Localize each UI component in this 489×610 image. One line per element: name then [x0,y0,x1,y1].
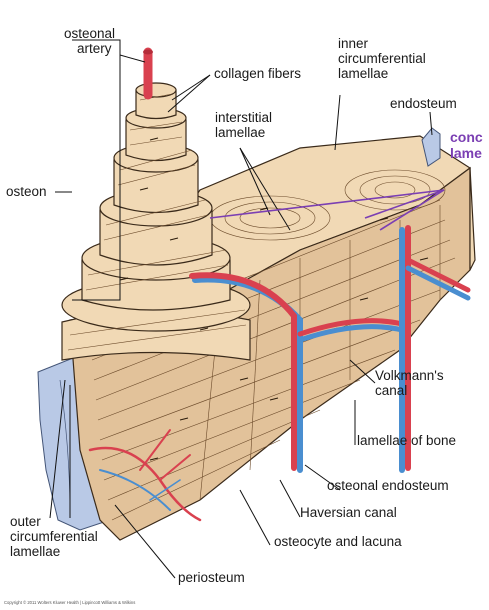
concentric-leaders [209,189,445,231]
blood-vessels [88,47,471,522]
label-outer-circ-1: outer [10,514,41,529]
label-inner-circ-3: lamellae [338,66,388,81]
osteon-cylinder [61,82,251,361]
label-interstitial-2: lamellae [215,125,265,140]
leader-lines [49,39,433,579]
label-volkmanns-1: Volkmann's [375,368,444,383]
label-periosteum: periosteum [178,570,245,585]
diagram-labels: osteonal artery collagen fibers inner ci… [4,26,483,605]
label-osteonal-endosteum: osteonal endosteum [327,478,449,493]
label-osteonal-artery-1: osteonal [64,26,115,41]
label-haversian-canal: Haversian canal [300,505,397,520]
label-osteocyte-lacuna: osteocyte and lacuna [274,534,402,549]
label-outer-circ-3: lamellae [10,544,60,559]
label-collagen-fibers: collagen fibers [214,66,301,81]
label-osteonal-artery-2: artery [77,41,112,56]
label-osteon: osteon [6,184,47,199]
endosteum-tab [421,127,441,167]
label-volkmanns-2: canal [375,383,407,398]
label-concentric-1: conc [450,129,483,145]
label-endosteum: endosteum [390,96,457,111]
label-outer-circ-2: circumferential [10,529,98,544]
copyright-notice: Copyright © 2011 Wolters Kluwer Health |… [4,600,135,605]
label-interstitial-1: interstitial [215,110,272,125]
label-concentric-2: lame [450,145,482,161]
label-inner-circ-1: inner [338,36,369,51]
label-lamellae-of-bone: lamellae of bone [357,433,456,448]
label-inner-circ-2: circumferential [338,51,426,66]
